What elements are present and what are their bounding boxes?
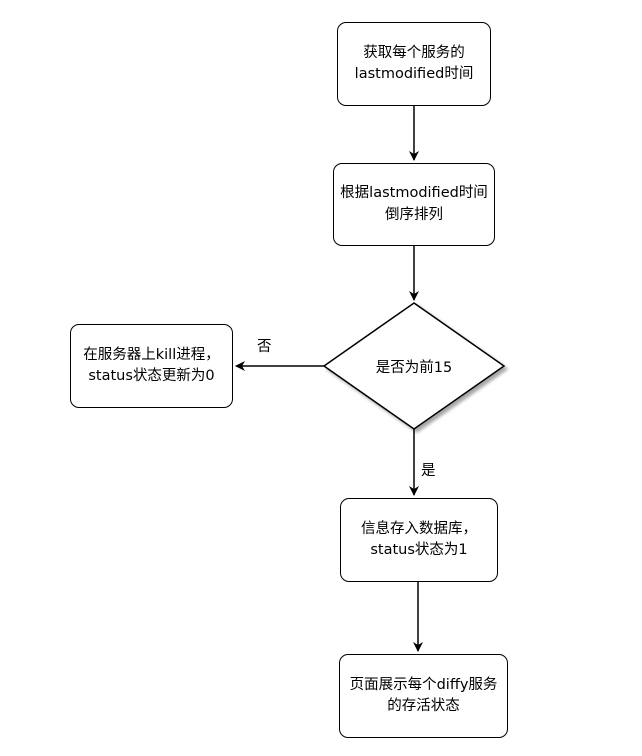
process-kill-process: 在服务器上kill进程，status状态更新为0	[70, 324, 233, 408]
process-get-lastmodified-text: 获取每个服务的lastmodified时间	[354, 44, 474, 82]
edge-label-yes: 是	[421, 463, 436, 479]
decision-label: 是否为前15	[375, 360, 453, 376]
process-sort-desc: 根据lastmodified时间倒序排列	[333, 163, 495, 246]
process-save-db-text: 信息存入数据库，status状态为1	[361, 520, 477, 558]
process-get-lastmodified: 获取每个服务的lastmodified时间	[337, 22, 491, 106]
process-sort-desc-text: 根据lastmodified时间倒序排列	[340, 185, 488, 223]
process-kill-process-text: 在服务器上kill进程，status状态更新为0	[83, 346, 220, 384]
process-save-db: 信息存入数据库，status状态为1	[340, 498, 498, 582]
process-show-status-text: 页面展示每个diffy服务的存活状态	[349, 676, 498, 714]
process-show-status: 页面展示每个diffy服务的存活状态	[339, 654, 508, 738]
edge-label-no: 否	[257, 339, 272, 355]
